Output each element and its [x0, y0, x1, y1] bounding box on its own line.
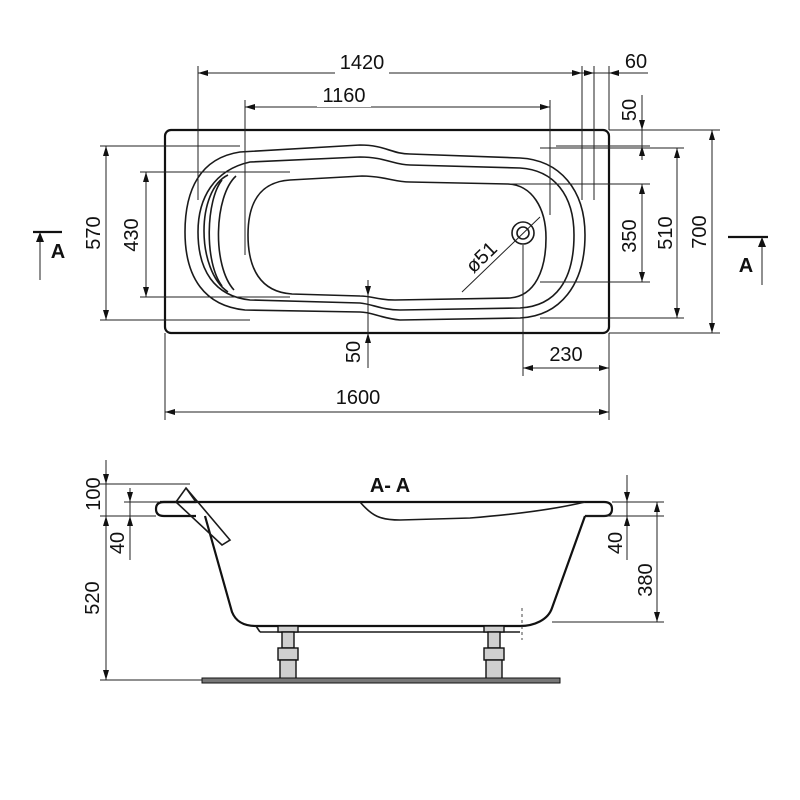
arrow: [127, 492, 133, 502]
tub-bottom-contour: [247, 175, 547, 301]
arrow: [639, 146, 645, 156]
dim-label-430: 430: [121, 218, 143, 251]
tub-outer-rim: [163, 128, 611, 335]
arrow: [624, 492, 630, 502]
dim-line-drain-diameter: [461, 216, 541, 293]
arrow: [103, 670, 109, 680]
arrow: [103, 516, 109, 526]
dim-label-100: 100: [83, 477, 105, 510]
tub-inner-contour-2: [197, 156, 575, 311]
arrow: [674, 308, 680, 318]
arrow: [639, 184, 645, 194]
dim-label-1420: 1420: [340, 52, 385, 74]
arrow: [572, 70, 582, 76]
dim-label-50-bottom: 50: [343, 341, 365, 363]
arrow: [540, 104, 550, 110]
section-inner-bottom-2: [255, 625, 261, 633]
section-title: A- A: [370, 475, 410, 497]
arrow: [523, 365, 533, 371]
leg-left: [277, 625, 299, 681]
headrest-rib-2: [208, 179, 223, 287]
section-body: [203, 515, 587, 628]
leg-left-top: [277, 625, 299, 633]
leg-right-nut: [483, 647, 505, 661]
arrow: [584, 70, 594, 76]
dim-label-1160: 1160: [322, 85, 365, 107]
dim-label-570: 570: [83, 216, 105, 249]
headrest-rib-3: [217, 175, 237, 291]
headrest-rib-1: [203, 174, 229, 293]
arrow: [599, 409, 609, 415]
dim-label-230: 230: [549, 344, 582, 366]
leg-left-foot: [279, 659, 297, 681]
floor: [201, 677, 561, 684]
arrow: [198, 70, 208, 76]
dim-label-drain-diameter: ø51: [462, 238, 502, 278]
arrow: [758, 237, 766, 247]
leg-left-nut: [277, 647, 299, 661]
headrest-wedge-line: [185, 487, 197, 503]
dim-label-510: 510: [655, 216, 677, 249]
dim-label-700: 700: [689, 215, 711, 248]
arrow: [103, 474, 109, 484]
leg-right-foot: [485, 659, 503, 681]
dim-label-60: 60: [625, 51, 647, 73]
dim-label-350: 350: [619, 219, 641, 252]
section-mark-left-label: A: [51, 241, 65, 263]
section-view: A- A: [82, 460, 664, 684]
drain-inner: [516, 226, 530, 240]
arrow: [165, 409, 175, 415]
arrow: [599, 365, 609, 371]
arrow: [654, 502, 660, 512]
leg-right-top: [483, 625, 505, 633]
label-bg: [335, 52, 389, 74]
section-rim-left: [154, 500, 196, 518]
arrow: [639, 272, 645, 282]
arrow: [624, 516, 630, 526]
dim-label-380: 380: [635, 563, 657, 596]
label-bg: [317, 85, 371, 107]
arrow: [709, 323, 715, 333]
arrow: [245, 104, 255, 110]
dim-label-50-top: 50: [619, 99, 641, 121]
dim-label-1600: 1600: [336, 387, 381, 409]
dim-label-40-left: 40: [107, 532, 129, 554]
drain-outer: [511, 221, 535, 245]
arrow: [609, 70, 619, 76]
arrow: [365, 286, 371, 296]
arrow: [639, 120, 645, 130]
section-mark-right-label: A: [739, 255, 753, 277]
plan-view: 1420 60 1160 50 570: [33, 51, 768, 420]
tub-inner-contour: [184, 144, 586, 321]
leg-left-shaft: [281, 631, 295, 649]
arrow: [127, 516, 133, 526]
arrow: [103, 310, 109, 320]
section-backrest-curve: [359, 501, 586, 521]
dim-label-40-right: 40: [605, 532, 627, 554]
arrow: [709, 130, 715, 140]
arrow: [654, 612, 660, 622]
arrow: [143, 172, 149, 182]
leg-right-shaft: [487, 631, 501, 649]
headrest-wedge: [174, 486, 232, 547]
arrow: [506, 242, 514, 252]
arrow: [365, 333, 371, 343]
arrow: [36, 232, 44, 242]
leg-right: [483, 625, 505, 681]
arrow: [674, 148, 680, 158]
dim-label-520: 520: [82, 581, 104, 614]
arrow: [143, 287, 149, 297]
arrow: [103, 146, 109, 156]
